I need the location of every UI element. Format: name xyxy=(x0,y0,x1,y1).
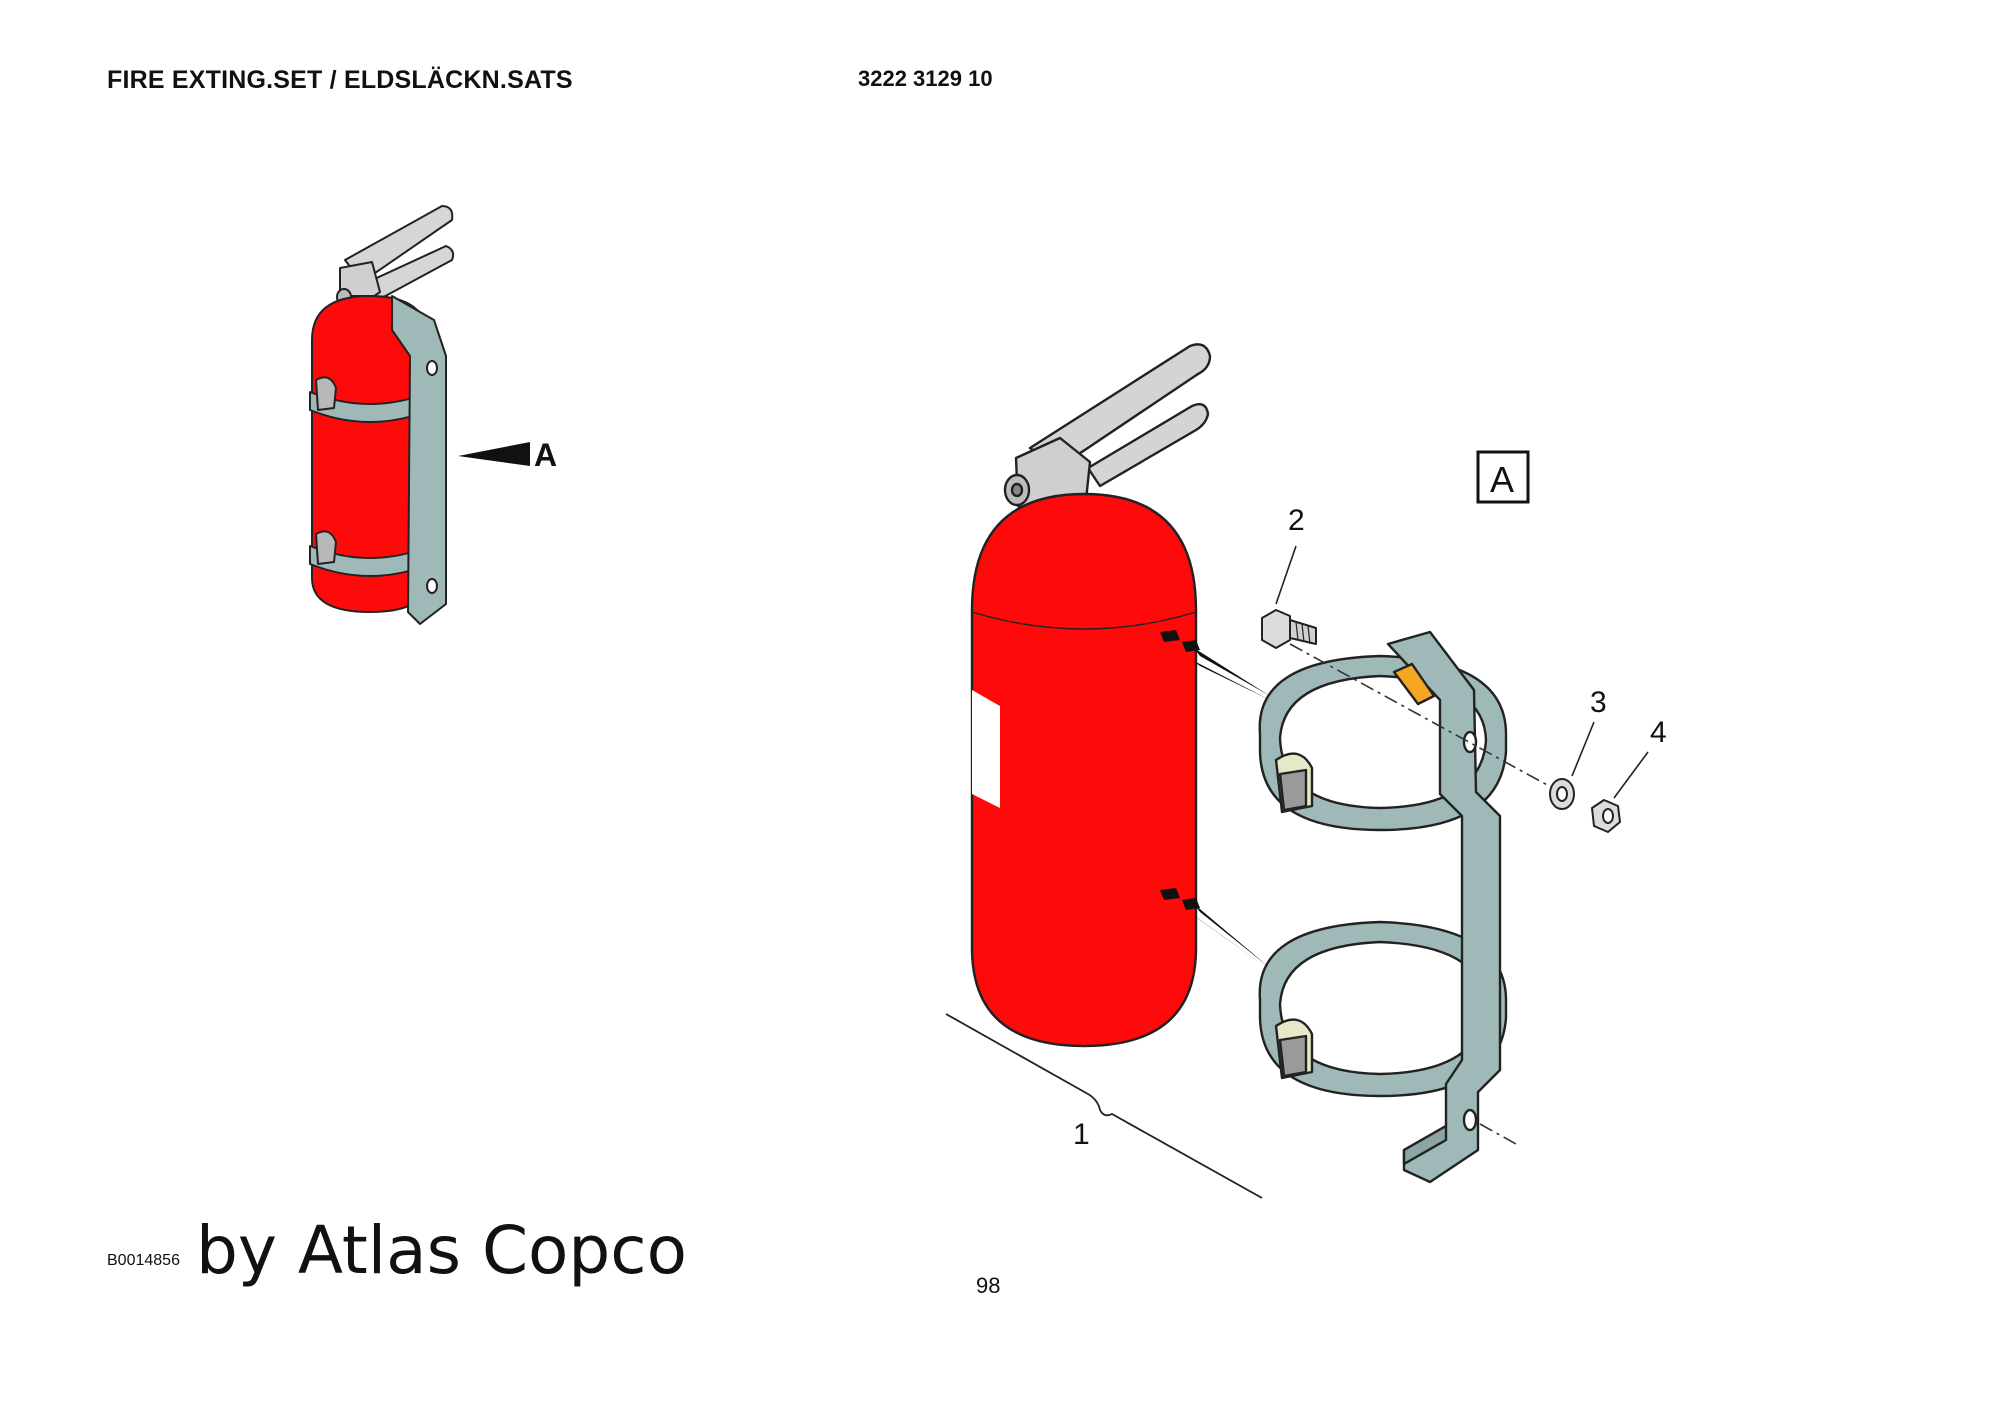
mounting-arrows xyxy=(1160,630,1270,970)
illustration-id: B0014856 xyxy=(107,1252,180,1269)
callout-4: 4 xyxy=(1650,716,1667,749)
overview-extinguisher xyxy=(309,205,455,625)
callout-leader-1 xyxy=(945,1013,1263,1199)
view-box-label: A xyxy=(1490,459,1514,500)
watermark-text: by Atlas Copco xyxy=(196,1212,687,1289)
view-marker: A xyxy=(534,437,557,473)
view-box xyxy=(1476,450,1530,504)
part-number: 3222 3129 10 xyxy=(858,66,993,91)
bracket-assembly xyxy=(1258,630,1508,1184)
callout-leader-4 xyxy=(1613,751,1649,799)
document-title: FIRE EXTING.SET / ELDSLÄCKN.SATS xyxy=(107,66,573,94)
bolt-item-2 xyxy=(1261,609,1317,649)
washer-item-3 xyxy=(1549,778,1575,810)
nut-item-4 xyxy=(1591,799,1621,833)
callout-leader-3 xyxy=(1571,721,1595,777)
callout-2: 2 xyxy=(1288,504,1305,537)
callout-1: 1 xyxy=(1073,1118,1090,1151)
extinguisher-item-1 xyxy=(970,343,1212,1048)
callout-3: 3 xyxy=(1590,686,1607,719)
view-arrow-icon xyxy=(458,442,530,466)
bolt-centrelines xyxy=(1289,643,1561,1145)
callout-leader-2 xyxy=(1275,545,1297,605)
page-number: 98 xyxy=(976,1273,1001,1298)
